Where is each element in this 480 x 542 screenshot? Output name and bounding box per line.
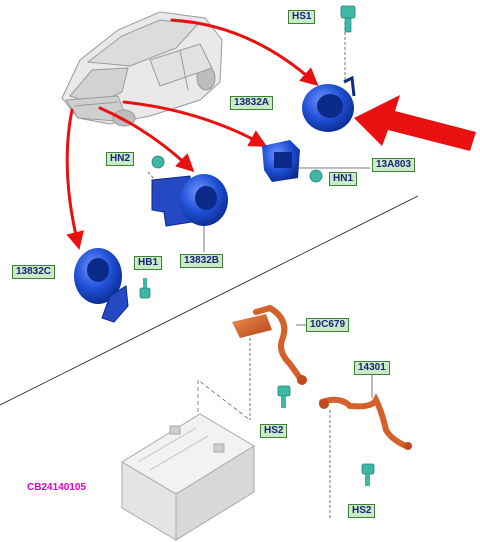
bolt-hb1 bbox=[139, 278, 151, 299]
horn-13832a bbox=[302, 22, 356, 132]
label-10c679[interactable]: 10C679 bbox=[306, 318, 350, 332]
label-hb1[interactable]: HB1 bbox=[134, 256, 163, 270]
horn-13832c bbox=[74, 248, 129, 323]
callout-arrow bbox=[354, 95, 476, 151]
label-13832a[interactable]: 13832A bbox=[230, 96, 274, 110]
label-hs1[interactable]: HS1 bbox=[288, 10, 316, 24]
label-hs2-right[interactable]: HS2 bbox=[348, 504, 376, 518]
section-divider bbox=[0, 195, 419, 406]
bolt-hs2-left bbox=[277, 385, 291, 408]
leader-arrows bbox=[65, 18, 319, 250]
cable-10c679 bbox=[232, 304, 307, 420]
label-hs2-left[interactable]: HS2 bbox=[260, 424, 288, 438]
label-battery-part[interactable]: CB24140105 bbox=[27, 482, 86, 493]
car-illustration bbox=[61, 11, 223, 127]
bolt-hs2-right bbox=[361, 463, 375, 486]
nut-hn2 bbox=[151, 155, 165, 169]
battery-illustration bbox=[121, 379, 255, 541]
bolt-hs1 bbox=[340, 5, 356, 33]
horn-13832b bbox=[147, 171, 228, 252]
label-hn2[interactable]: HN2 bbox=[106, 152, 135, 166]
label-14301[interactable]: 14301 bbox=[354, 361, 390, 375]
label-13832c[interactable]: 13832C bbox=[12, 265, 56, 279]
bracket-13a803 bbox=[262, 140, 370, 182]
label-hn1[interactable]: HN1 bbox=[329, 172, 358, 186]
nut-hn1 bbox=[309, 169, 323, 183]
cable-14301 bbox=[319, 372, 412, 520]
label-13a803[interactable]: 13A803 bbox=[372, 158, 416, 172]
label-13832b[interactable]: 13832B bbox=[180, 254, 224, 268]
